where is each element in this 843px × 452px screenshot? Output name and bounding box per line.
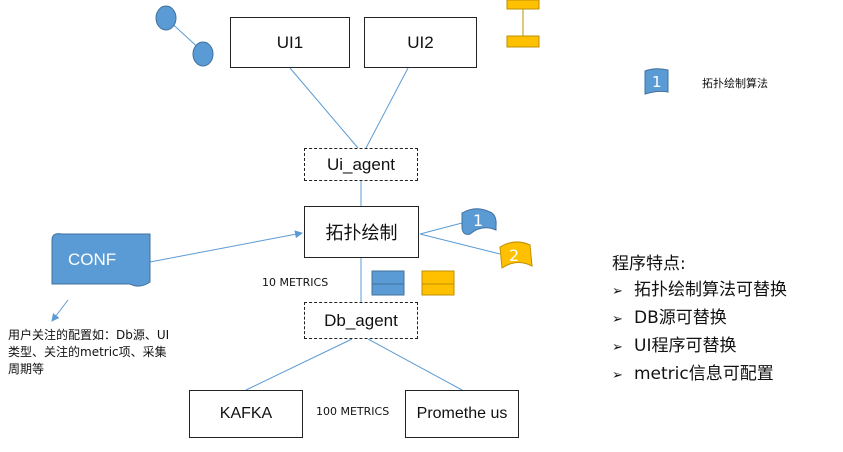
topology-node: 拓扑绘制 — [304, 206, 419, 258]
flag1-number: 1 — [473, 211, 484, 230]
feature-item: ➢ metric信息可配置 — [612, 361, 787, 389]
edge-ui2-uiagent — [365, 67, 409, 149]
flag1-shape — [461, 208, 497, 235]
edge-ui1-uiagent — [289, 67, 359, 149]
ui1-label: UI1 — [276, 32, 304, 52]
ten-metrics-label: 10 METRICS — [262, 276, 329, 289]
blue-metric-bar-bottom — [371, 283, 405, 296]
topology-label: 拓扑绘制 — [325, 223, 398, 243]
arrow-bullet-icon: ➢ — [612, 284, 623, 299]
prometheus-label: Promethe us — [416, 405, 508, 422]
features-title: 程序特点: — [612, 254, 686, 274]
conf-note: 用户关注的配置如：Db源、UI类型、关注的metric项、采集周期等 — [8, 328, 170, 376]
kafka-label: KAFKA — [219, 405, 273, 422]
arrow-bullet-icon: ➢ — [612, 368, 623, 383]
feature-text: 拓扑绘制算法可替换 — [634, 280, 787, 300]
kafka-node: KAFKA — [189, 390, 303, 438]
prometheus-node: Promethe us — [405, 390, 519, 438]
db-agent-node: Db_agent — [304, 302, 418, 339]
conf-label: CONF — [68, 250, 117, 269]
feature-text: metric信息可配置 — [634, 364, 774, 384]
flag2-number: 2 — [509, 246, 520, 265]
legend-text: 拓扑绘制算法 — [702, 77, 768, 90]
yellow-metric-bar-bottom — [421, 283, 455, 296]
legend-banner-icon — [644, 68, 669, 95]
ui-agent-node: Ui_agent — [304, 148, 418, 181]
flag2-shape — [499, 241, 533, 269]
edge-topology-flag2 — [419, 233, 501, 255]
yellow-bar-top — [506, 0, 540, 10]
conf-shape — [51, 233, 151, 287]
edge-conf-note — [51, 299, 69, 322]
ui2-label: UI2 — [407, 32, 434, 52]
features-list: 程序特点: ➢ 拓扑绘制算法可替换 ➢ DB源可替换 ➢ UI程序可替换 ➢ metri… — [612, 251, 787, 389]
circle-node-1 — [155, 5, 177, 31]
edge-conf-topology — [149, 230, 303, 263]
edge-topology-flag1 — [419, 222, 463, 235]
yellow-metric-bar-top — [421, 270, 455, 285]
feature-item: ➢ UI程序可替换 — [612, 333, 787, 361]
db-agent-label: Db_agent — [324, 310, 398, 330]
feature-item: ➢ 拓扑绘制算法可替换 — [612, 277, 787, 305]
feature-text: DB源可替换 — [634, 308, 727, 328]
feature-text: UI程序可替换 — [634, 336, 737, 356]
edge-dbagent-kafka — [245, 338, 353, 391]
hundred-metrics-label: 100 METRICS — [316, 405, 390, 418]
feature-item: ➢ DB源可替换 — [612, 305, 787, 333]
edge-dbagent-prometheus — [367, 338, 463, 391]
ui-agent-label: Ui_agent — [326, 154, 396, 174]
arrow-bullet-icon: ➢ — [612, 340, 623, 355]
yellow-bar-bottom — [506, 35, 540, 48]
ui1-node: UI1 — [230, 17, 350, 68]
blue-metric-bar-top — [371, 270, 405, 285]
arrow-bullet-icon: ➢ — [612, 312, 623, 327]
circle-node-2 — [192, 41, 214, 67]
legend-badge-number: 1 — [652, 73, 662, 91]
ui2-node: UI2 — [364, 17, 477, 68]
